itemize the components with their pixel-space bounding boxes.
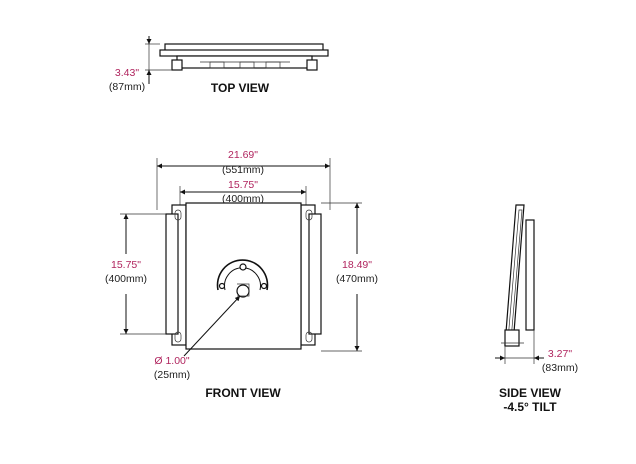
overall-height-mm: (470mm) bbox=[336, 273, 378, 285]
top-view-end-left bbox=[171, 59, 183, 71]
top-view-slot bbox=[239, 61, 255, 69]
hole-width-in: 15.75" bbox=[228, 179, 258, 191]
overall-width-mm: (551mm) bbox=[222, 164, 264, 176]
side-view: 3.27" (83mm) SIDE VIEW -4.5° TILT bbox=[495, 204, 578, 414]
top-depth-in: 3.43" bbox=[115, 67, 139, 79]
hole-width-mm: (400mm) bbox=[222, 193, 264, 205]
slot bbox=[174, 331, 182, 343]
top-view: 3.43" (87mm) TOP VIEW bbox=[109, 36, 329, 95]
top-depth-mm: (87mm) bbox=[109, 81, 145, 93]
front-plate bbox=[185, 202, 302, 350]
center-hole bbox=[236, 284, 250, 298]
hole-diameter-mm: (25mm) bbox=[154, 369, 190, 381]
top-view-slot bbox=[209, 61, 225, 69]
side-bracket bbox=[525, 219, 535, 331]
tilt-arc bbox=[216, 259, 269, 291]
side-depth-in: 3.27" bbox=[548, 348, 572, 360]
slot bbox=[174, 209, 182, 221]
overall-height-in: 18.49" bbox=[342, 259, 372, 271]
front-view-title: FRONT VIEW bbox=[205, 386, 281, 400]
side-depth-mm: (83mm) bbox=[542, 362, 578, 374]
overall-width-in: 21.69" bbox=[228, 149, 258, 161]
slot bbox=[305, 331, 313, 343]
front-view: 21.69" (551mm) 15.75" (400mm) bbox=[105, 149, 378, 400]
bolt bbox=[260, 282, 268, 290]
tilt-mechanism bbox=[216, 259, 269, 298]
bolt bbox=[218, 282, 226, 290]
side-view-subtitle: -4.5° TILT bbox=[503, 400, 557, 414]
top-view-title: TOP VIEW bbox=[211, 81, 270, 95]
top-view-end-right bbox=[306, 59, 318, 71]
top-view-slot bbox=[265, 61, 281, 69]
slot bbox=[305, 209, 313, 221]
pivot bbox=[239, 263, 247, 271]
left-rail-flange bbox=[165, 213, 179, 335]
side-view-title: SIDE VIEW bbox=[499, 386, 562, 400]
top-view-flange bbox=[159, 49, 329, 57]
side-base bbox=[504, 329, 520, 347]
right-rail-flange bbox=[308, 213, 322, 335]
hole-height-mm: (400mm) bbox=[105, 273, 147, 285]
side-plate bbox=[504, 204, 525, 346]
hole-height-in: 15.75" bbox=[111, 259, 141, 271]
hole-diameter-in: Ø 1.00" bbox=[154, 355, 190, 367]
